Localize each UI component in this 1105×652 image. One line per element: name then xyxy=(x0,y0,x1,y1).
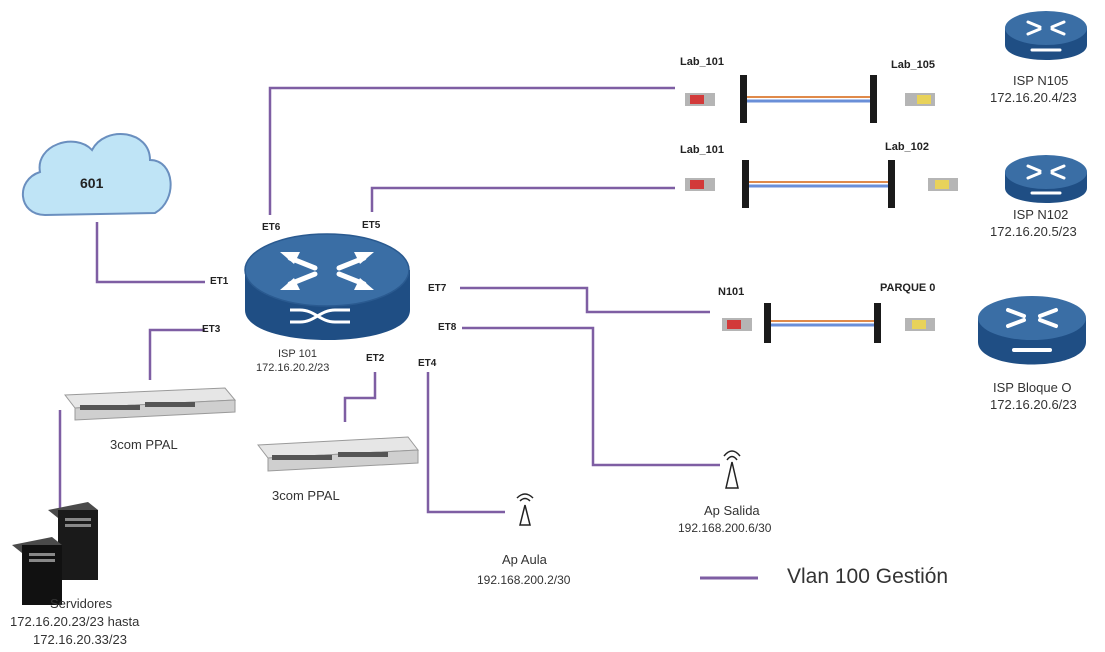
legend-label: Vlan 100 Gestión xyxy=(787,565,949,588)
wifi-antenna-icon-aula xyxy=(516,493,534,526)
link-et4-ap-aula xyxy=(426,372,505,514)
router-n105-ip: 172.16.20.4/23 xyxy=(990,90,1077,105)
port-et5: ET5 xyxy=(362,220,381,231)
ap-aula-name: Ap Aula xyxy=(502,552,547,567)
link-et8-ap-salida xyxy=(462,326,720,467)
router-bloque-o-ip: 172.16.20.6/23 xyxy=(990,397,1077,412)
fiber-link-icon-3 xyxy=(722,303,935,343)
router-n105-icon xyxy=(1005,11,1087,60)
ap-salida-ip: 192.168.200.6/30 xyxy=(678,521,772,535)
fiber2-right-label: Lab_102 xyxy=(885,141,930,153)
link-et7-n101 xyxy=(460,286,710,314)
fiber1-left-label: Lab_101 xyxy=(680,56,725,68)
port-et7: ET7 xyxy=(428,283,447,294)
port-et1: ET1 xyxy=(210,276,229,287)
wifi-antenna-icon-salida xyxy=(723,450,741,489)
switch2-label: 3com PPAL xyxy=(272,488,340,503)
router-bloque-o-name: ISP Bloque O xyxy=(993,380,1072,395)
core-router-ip: 172.16.20.2/23 xyxy=(256,362,330,374)
servers-range-start: 172.16.20.23/23 hasta xyxy=(10,614,140,629)
vlan-links xyxy=(58,86,720,520)
switch1-label: 3com PPAL xyxy=(110,437,178,452)
core-router-name: ISP 101 xyxy=(278,348,317,360)
fiber3-left-label: N101 xyxy=(718,286,745,298)
link-et6-lab101 xyxy=(268,86,675,215)
ap-salida-name: Ap Salida xyxy=(704,503,760,518)
port-et4: ET4 xyxy=(418,358,437,369)
port-et6: ET6 xyxy=(262,222,281,233)
router-n102-icon xyxy=(1005,155,1087,203)
router-n105-name: ISP N105 xyxy=(1013,73,1069,88)
link-et5-lab101b xyxy=(370,186,675,212)
router-n102-ip: 172.16.20.5/23 xyxy=(990,224,1077,239)
switch-icon-1 xyxy=(64,387,237,421)
link-et3-switch1 xyxy=(148,328,205,380)
link-et2-switch2 xyxy=(343,372,377,422)
servers-title: Servidores xyxy=(50,596,113,611)
fiber3-right-label: PARQUE 0 xyxy=(880,282,936,294)
router-bloque-o-icon xyxy=(978,296,1086,365)
fiber1-right-label: Lab_105 xyxy=(891,59,936,71)
port-et8: ET8 xyxy=(438,322,457,333)
cloud-label: 601 xyxy=(80,175,104,191)
servers-range-end: 172.16.20.33/23 xyxy=(33,632,127,647)
port-et3: ET3 xyxy=(202,324,221,335)
link-et1-cloud xyxy=(95,222,205,284)
server-tower-icon xyxy=(12,502,98,605)
ap-aula-ip: 192.168.200.2/30 xyxy=(477,573,571,587)
cloud-icon xyxy=(22,133,172,217)
fiber-link-icon-2 xyxy=(685,160,958,208)
port-et2: ET2 xyxy=(366,353,385,364)
fiber2-left-label: Lab_101 xyxy=(680,144,725,156)
fiber-link-icon-1 xyxy=(685,75,935,123)
switch-icon-2 xyxy=(257,436,419,472)
router-n102-name: ISP N102 xyxy=(1013,207,1069,222)
core-router-icon xyxy=(244,233,410,340)
